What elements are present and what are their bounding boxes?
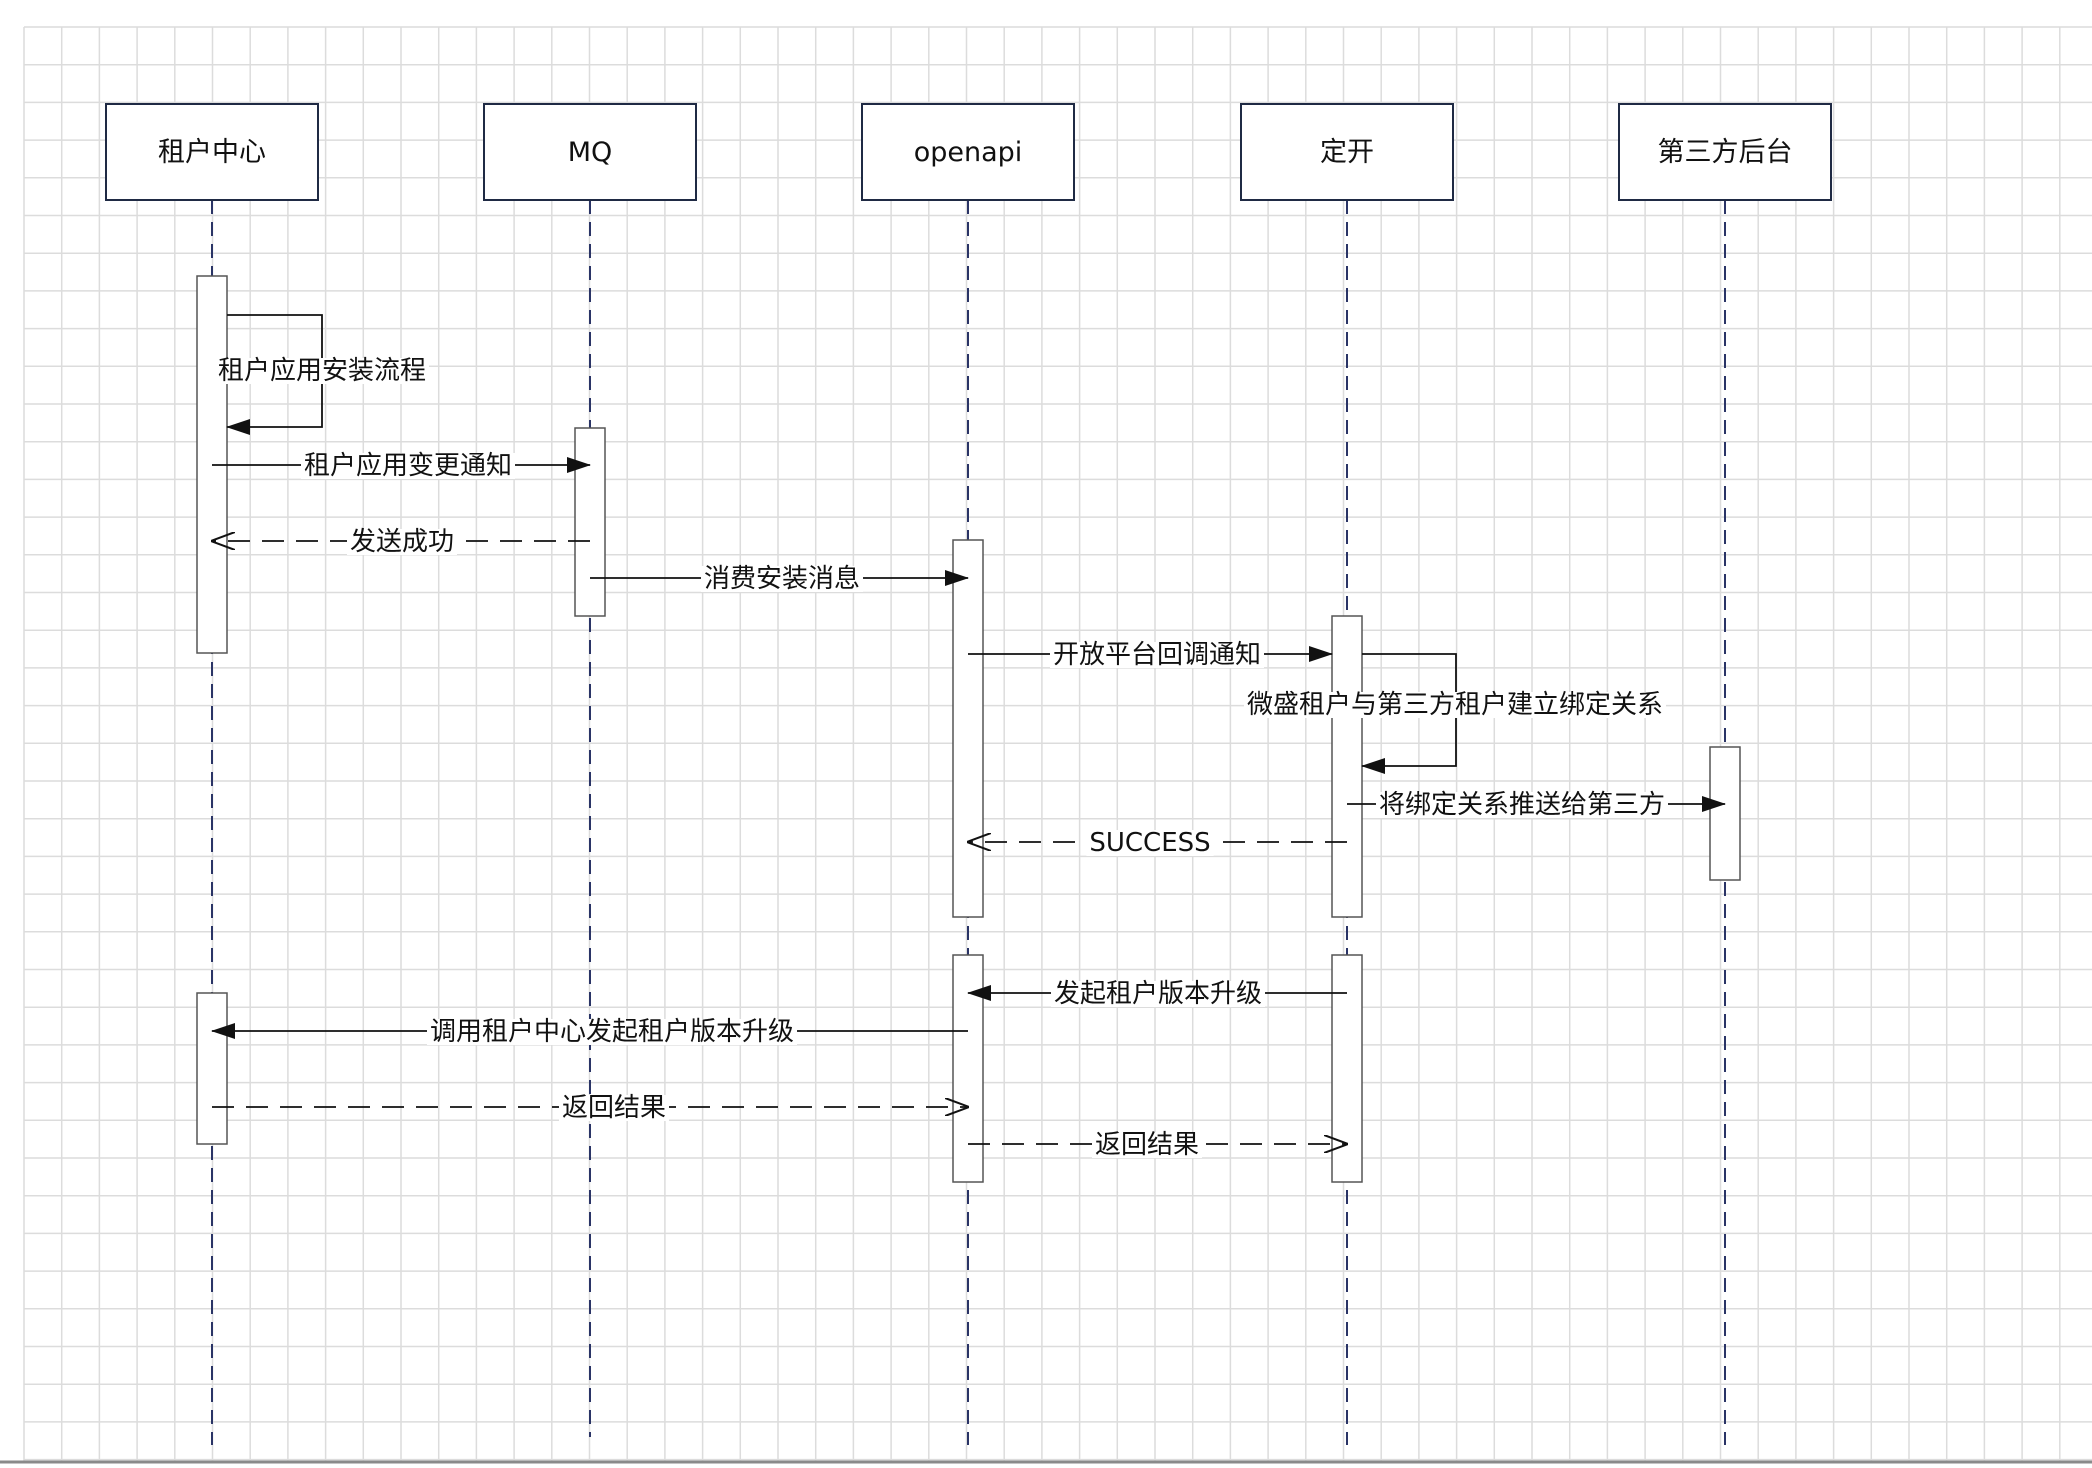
activation-bar-openapi bbox=[952, 954, 984, 1183]
actor-label: openapi bbox=[914, 137, 1023, 168]
label-background bbox=[300, 453, 516, 479]
message: 调用租户中心发起租户版本升级 bbox=[211, 1017, 968, 1047]
actor-dingkai: 定开 bbox=[1240, 103, 1454, 201]
label-background bbox=[1086, 830, 1214, 856]
message: 租户应用变更通知 bbox=[212, 451, 591, 481]
activation-bar-openapi bbox=[952, 539, 984, 918]
actor-tenant: 租户中心 bbox=[105, 103, 319, 201]
message-label: 调用租户中心发起租户版本升级 bbox=[430, 1017, 794, 1047]
message-label: 将绑定关系推送给第三方 bbox=[1379, 790, 1665, 820]
message: 开放平台回调通知 bbox=[968, 640, 1333, 670]
message-label: 返回结果 bbox=[1095, 1130, 1199, 1160]
actor-label: MQ bbox=[568, 137, 613, 168]
actor-box bbox=[483, 103, 697, 201]
label-background bbox=[1375, 792, 1669, 818]
label-background bbox=[214, 358, 430, 384]
label-background bbox=[346, 529, 458, 555]
actor-mq: MQ bbox=[483, 103, 697, 201]
label-background bbox=[1049, 642, 1265, 668]
message-label: 返回结果 bbox=[562, 1093, 666, 1123]
message-label: 开放平台回调通知 bbox=[1053, 640, 1261, 670]
actor-box bbox=[861, 103, 1075, 201]
messages: 租户应用安装流程租户应用变更通知发送成功消费安装消息开放平台回调通知微盛租户与第… bbox=[211, 314, 1726, 1160]
actor-label: 定开 bbox=[1320, 137, 1374, 168]
actor-box bbox=[105, 103, 319, 201]
activation-bar-dingkai bbox=[1331, 615, 1363, 918]
message: 将绑定关系推送给第三方 bbox=[1347, 790, 1726, 820]
message-label: 租户应用安装流程 bbox=[218, 356, 426, 386]
actor-boxes: 租户中心 MQ openapi 定开 第三方后台 bbox=[105, 103, 1832, 201]
message-label: 发起租户版本升级 bbox=[1054, 979, 1262, 1009]
message: 发起租户版本升级 bbox=[967, 979, 1347, 1009]
message-label: 租户应用变更通知 bbox=[304, 451, 512, 481]
label-background bbox=[558, 1095, 670, 1121]
actor-thirdparty: 第三方后台 bbox=[1618, 103, 1832, 201]
label-background bbox=[1091, 1132, 1203, 1158]
label-background bbox=[700, 566, 864, 592]
message: 微盛租户与第三方租户建立绑定关系 bbox=[1243, 653, 1667, 774]
message-label: SUCCESS bbox=[1089, 828, 1210, 858]
actor-label: 租户中心 bbox=[158, 137, 266, 168]
background-grid bbox=[0, 26, 2092, 1464]
label-background bbox=[1243, 692, 1667, 718]
message: SUCCESS bbox=[968, 828, 1347, 858]
label-background bbox=[426, 1019, 798, 1045]
message-label: 消费安装消息 bbox=[704, 564, 860, 594]
label-background bbox=[1050, 981, 1266, 1007]
message: 消费安装消息 bbox=[590, 564, 969, 594]
message-label: 微盛租户与第三方租户建立绑定关系 bbox=[1247, 690, 1663, 720]
actor-box bbox=[1240, 103, 1454, 201]
actor-openapi: openapi bbox=[861, 103, 1075, 201]
activation-bar-tenant bbox=[196, 992, 228, 1145]
message: 返回结果 bbox=[968, 1130, 1347, 1160]
message-label: 发送成功 bbox=[350, 527, 454, 557]
message: 租户应用安装流程 bbox=[214, 314, 430, 435]
activation-bar-dingkai bbox=[1331, 954, 1363, 1183]
actor-label: 第三方后台 bbox=[1658, 137, 1793, 168]
message: 返回结果 bbox=[212, 1093, 968, 1123]
activation-bar-mq bbox=[574, 427, 606, 617]
activation-bar-thirdparty bbox=[1709, 746, 1741, 881]
actor-box bbox=[1618, 103, 1832, 201]
message: 发送成功 bbox=[212, 527, 590, 557]
